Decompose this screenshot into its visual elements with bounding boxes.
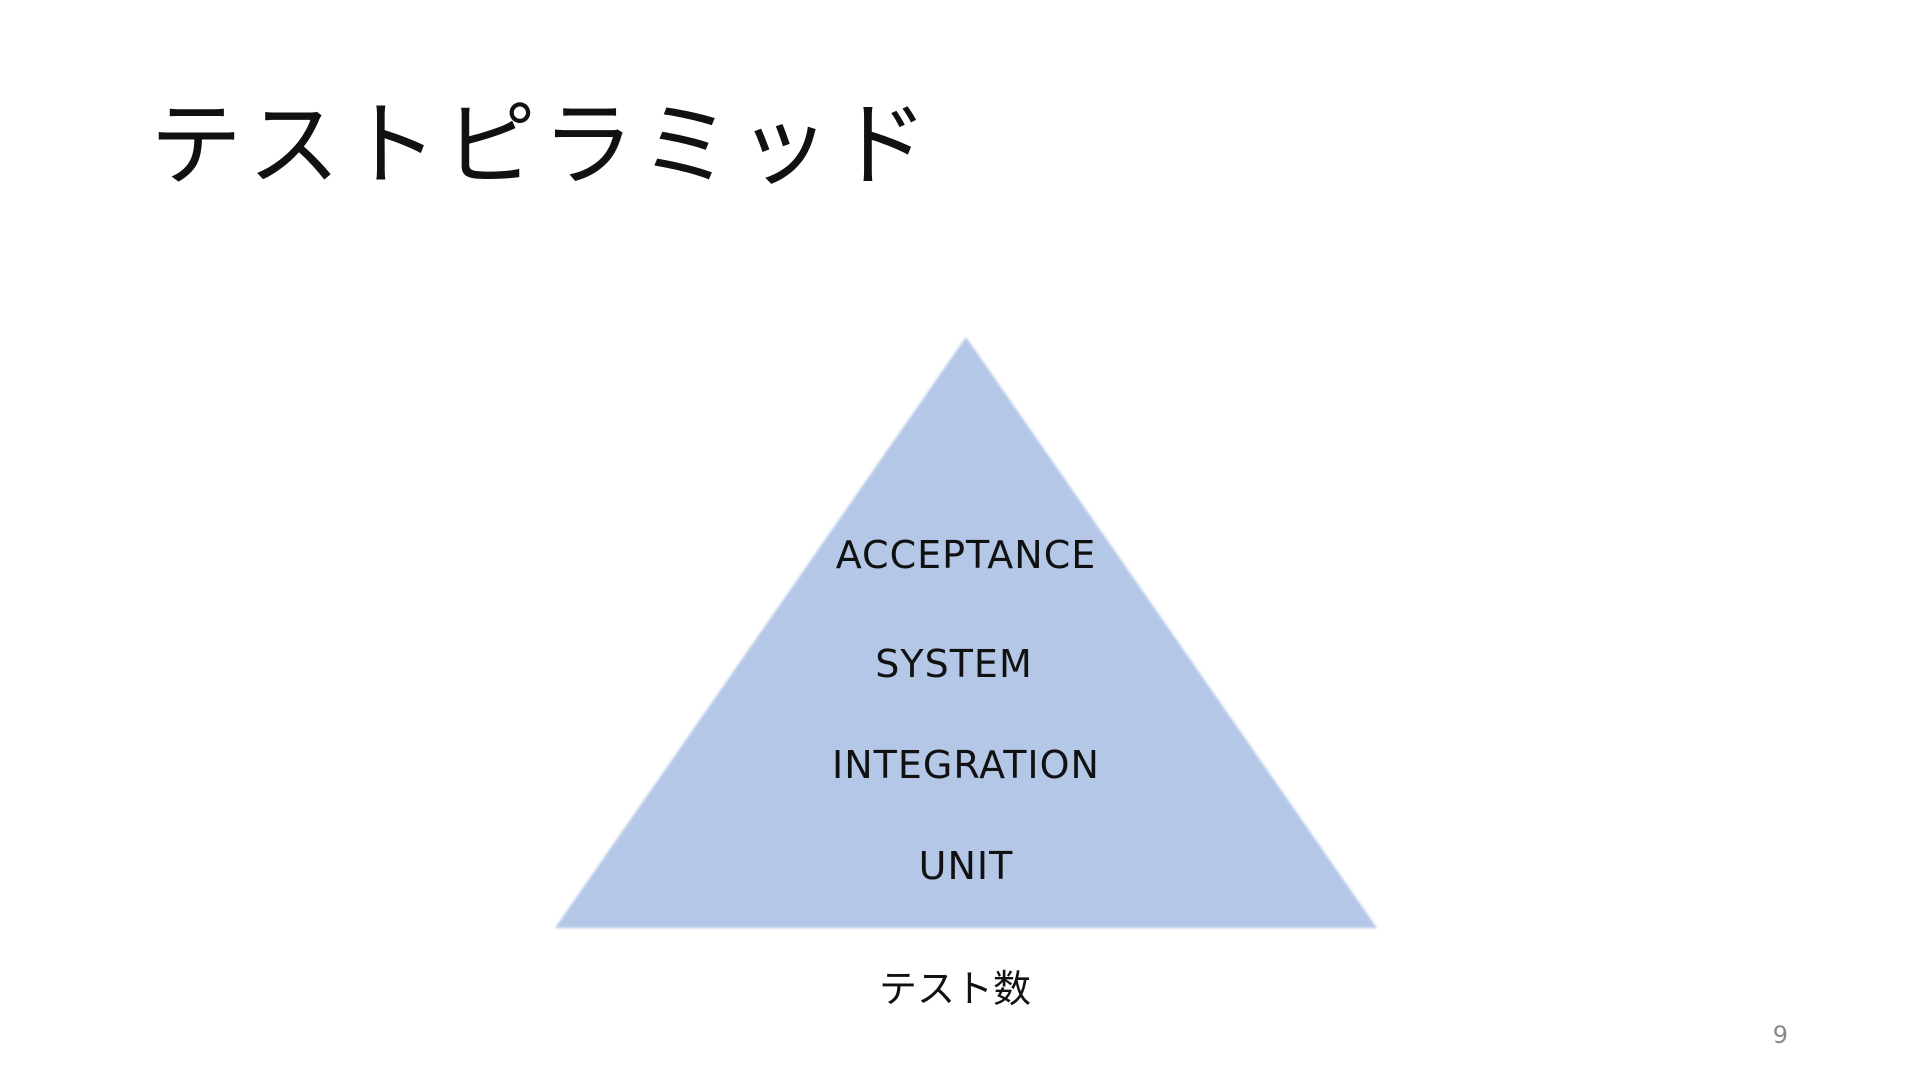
layer-integration-label: INTEGRATION: [832, 743, 1100, 787]
pyramid-base-label: テスト数: [878, 967, 1031, 1011]
layer-unit-label: UNIT: [918, 844, 1014, 888]
layer-acceptance-label: ACCEPTANCE: [835, 533, 1097, 577]
pyramid-triangle: [555, 337, 1377, 928]
layer-system-label: SYSTEM: [875, 642, 1033, 686]
page-number: 9: [1772, 1021, 1788, 1049]
slide-title: テストピラミッド: [150, 92, 935, 199]
